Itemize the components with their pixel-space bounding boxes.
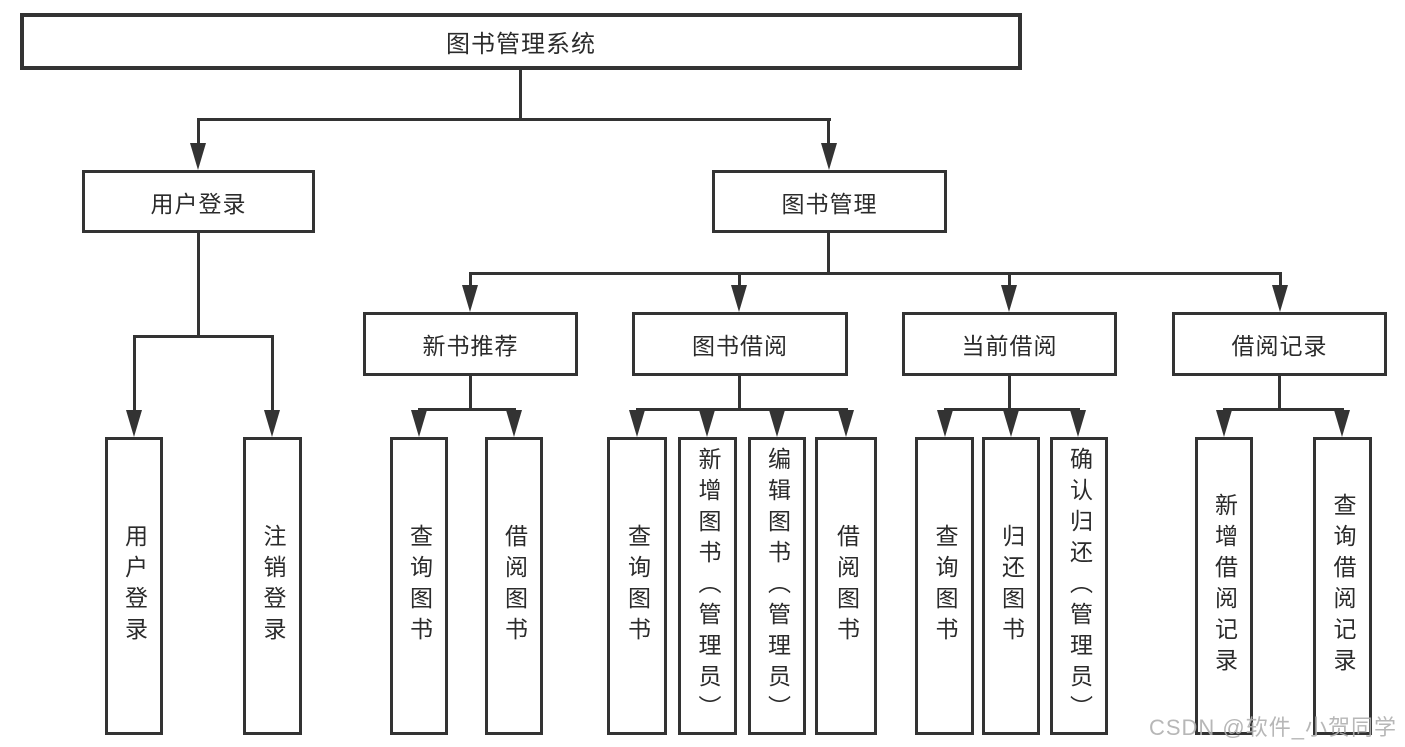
node-current-borrow: 当前借阅 [902,312,1117,376]
connector-arrowhead [1216,410,1232,437]
connector-arrowhead [1070,410,1086,437]
connector-line [133,335,136,412]
node-label: 图书管理 [781,190,878,217]
connector-arrowhead [821,143,837,170]
leaf-return-books: 归还图书 [982,437,1040,735]
node-label: 用户登录 [150,190,247,217]
connector-book-mgmt-stem [827,233,830,272]
connector-current-borrow-stem [1008,376,1011,408]
node-book-management: 图书管理 [712,170,947,233]
connector-new-book-hbar [418,408,515,411]
connector-arrowhead [411,410,427,437]
leaf-label: 借阅图书 [833,524,860,648]
leaf-add-books-admin: 新增图书（管理员） [678,437,737,735]
connector-borrow-records-stem [1278,376,1281,408]
connector-root-stem [519,70,522,118]
connector-book-borrow-hbar [636,408,847,411]
node-label: 新书推荐 [422,333,519,359]
connector-arrowhead [731,285,747,312]
leaf-label: 查询图书 [406,524,433,648]
leaf-query-books-1: 查询图书 [390,437,448,735]
node-new-book-recommend: 新书推荐 [363,312,578,376]
leaf-borrow-books-2: 借阅图书 [815,437,877,735]
connector-arrowhead [838,410,854,437]
connector-arrowhead [190,143,206,170]
connector-root-hbar [197,118,831,121]
leaf-query-borrow-record: 查询借阅记录 [1313,437,1372,735]
connector-arrowhead [1003,410,1019,437]
connector-arrowhead [937,410,953,437]
connector-new-book-stem [469,376,472,408]
connector-arrowhead [264,410,280,437]
node-borrow-records: 借阅记录 [1172,312,1387,376]
leaf-query-books-3: 查询图书 [915,437,974,735]
leaf-add-borrow-record: 新增借阅记录 [1195,437,1253,735]
node-label: 图书管理系统 [446,31,596,58]
connector-arrowhead [1334,410,1350,437]
leaf-label: 查询图书 [624,524,651,648]
connector-arrowhead [699,410,715,437]
node-label: 当前借阅 [961,333,1058,359]
node-book-borrow: 图书借阅 [632,312,848,376]
connector-arrowhead [1272,285,1288,312]
node-root-library-system: 图书管理系统 [20,13,1022,70]
node-user-login: 用户登录 [82,170,315,233]
leaf-query-books-2: 查询图书 [607,437,667,735]
connector-line [738,272,741,288]
leaf-label: 注销登录 [260,524,286,648]
connector-book-mgmt-hbar [469,272,1282,275]
connector-line [1279,272,1282,288]
leaf-label: 用户登录 [121,524,148,648]
connector-book-borrow-stem [738,376,741,408]
connector-arrowhead [629,410,645,437]
connector-arrowhead [126,410,142,437]
leaf-label: 查询借阅记录 [1330,493,1356,679]
connector-line [469,272,472,288]
connector-line [1008,272,1011,288]
connector-user-login-hbar [133,335,273,338]
connector-arrowhead [769,410,785,437]
leaf-label: 归还图书 [998,524,1025,648]
leaf-label: 新增图书（管理员） [695,446,721,726]
leaf-label: 新增借阅记录 [1211,493,1238,679]
connector-arrowhead [506,410,522,437]
connector-line [827,118,830,146]
node-label: 借阅记录 [1231,333,1328,359]
leaf-label: 编辑图书（管理员） [764,446,791,726]
leaf-borrow-books-1: 借阅图书 [485,437,543,735]
leaf-confirm-return-admin: 确认归还（管理员） [1050,437,1108,735]
node-label: 图书借阅 [692,333,788,359]
connector-line [197,118,200,146]
connector-arrowhead [1001,285,1017,312]
connector-user-login-stem [197,233,200,335]
leaf-label: 借阅图书 [501,524,528,648]
leaf-user-login: 用户登录 [105,437,163,735]
connector-line [271,335,274,412]
connector-borrow-records-hbar [1223,408,1344,411]
leaf-edit-books-admin: 编辑图书（管理员） [748,437,806,735]
leaf-label: 查询图书 [932,524,958,648]
leaf-label: 确认归还（管理员） [1066,446,1093,726]
leaf-logout: 注销登录 [243,437,302,735]
connector-arrowhead [462,285,478,312]
